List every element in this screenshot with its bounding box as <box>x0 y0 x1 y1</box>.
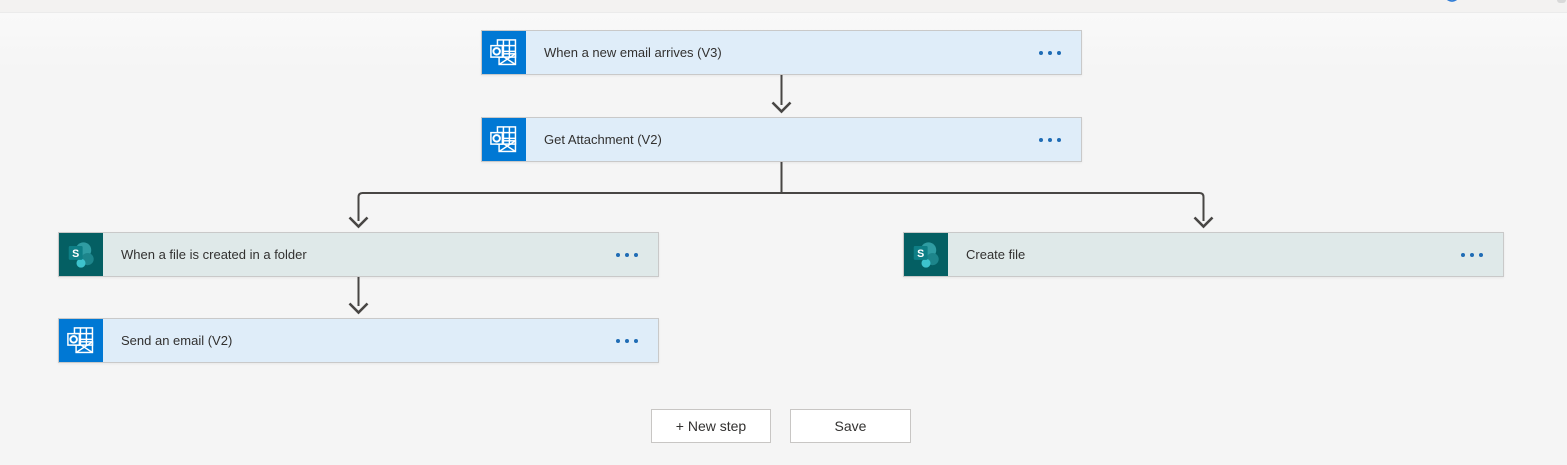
flow-step-when-a-file-is-created[interactable]: S When a file is created in a folder <box>58 232 659 277</box>
more-options-icon[interactable] <box>1019 118 1081 161</box>
flow-step-send-an-email[interactable]: Send an email (V2) <box>58 318 659 363</box>
step-title: Create file <box>966 247 1026 262</box>
more-options-icon[interactable] <box>1441 233 1503 276</box>
step-title: When a file is created in a folder <box>121 247 307 262</box>
cutoff-blue-icon <box>1447 0 1457 2</box>
save-button[interactable]: Save <box>790 409 911 443</box>
outlook-icon <box>482 31 526 74</box>
more-options-icon[interactable] <box>1019 31 1081 74</box>
sharepoint-icon: S <box>904 233 948 276</box>
svg-text:S: S <box>917 248 924 260</box>
new-step-button[interactable]: + New step <box>651 409 771 443</box>
top-command-bar <box>0 0 1567 13</box>
flow-step-when-a-new-email-arrives[interactable]: When a new email arrives (V3) <box>481 30 1082 75</box>
step-title: Get Attachment (V2) <box>544 132 662 147</box>
step-title: Send an email (V2) <box>121 333 233 348</box>
step-title: When a new email arrives (V3) <box>544 45 722 60</box>
flow-step-get-attachment[interactable]: Get Attachment (V2) <box>481 117 1082 162</box>
sharepoint-icon: S <box>59 233 103 276</box>
more-options-icon[interactable] <box>596 319 658 362</box>
svg-text:S: S <box>72 248 79 260</box>
outlook-icon <box>59 319 103 362</box>
cutoff-gray-icon <box>1557 0 1566 3</box>
flow-step-create-file[interactable]: S Create file <box>903 232 1504 277</box>
outlook-icon <box>482 118 526 161</box>
more-options-icon[interactable] <box>596 233 658 276</box>
